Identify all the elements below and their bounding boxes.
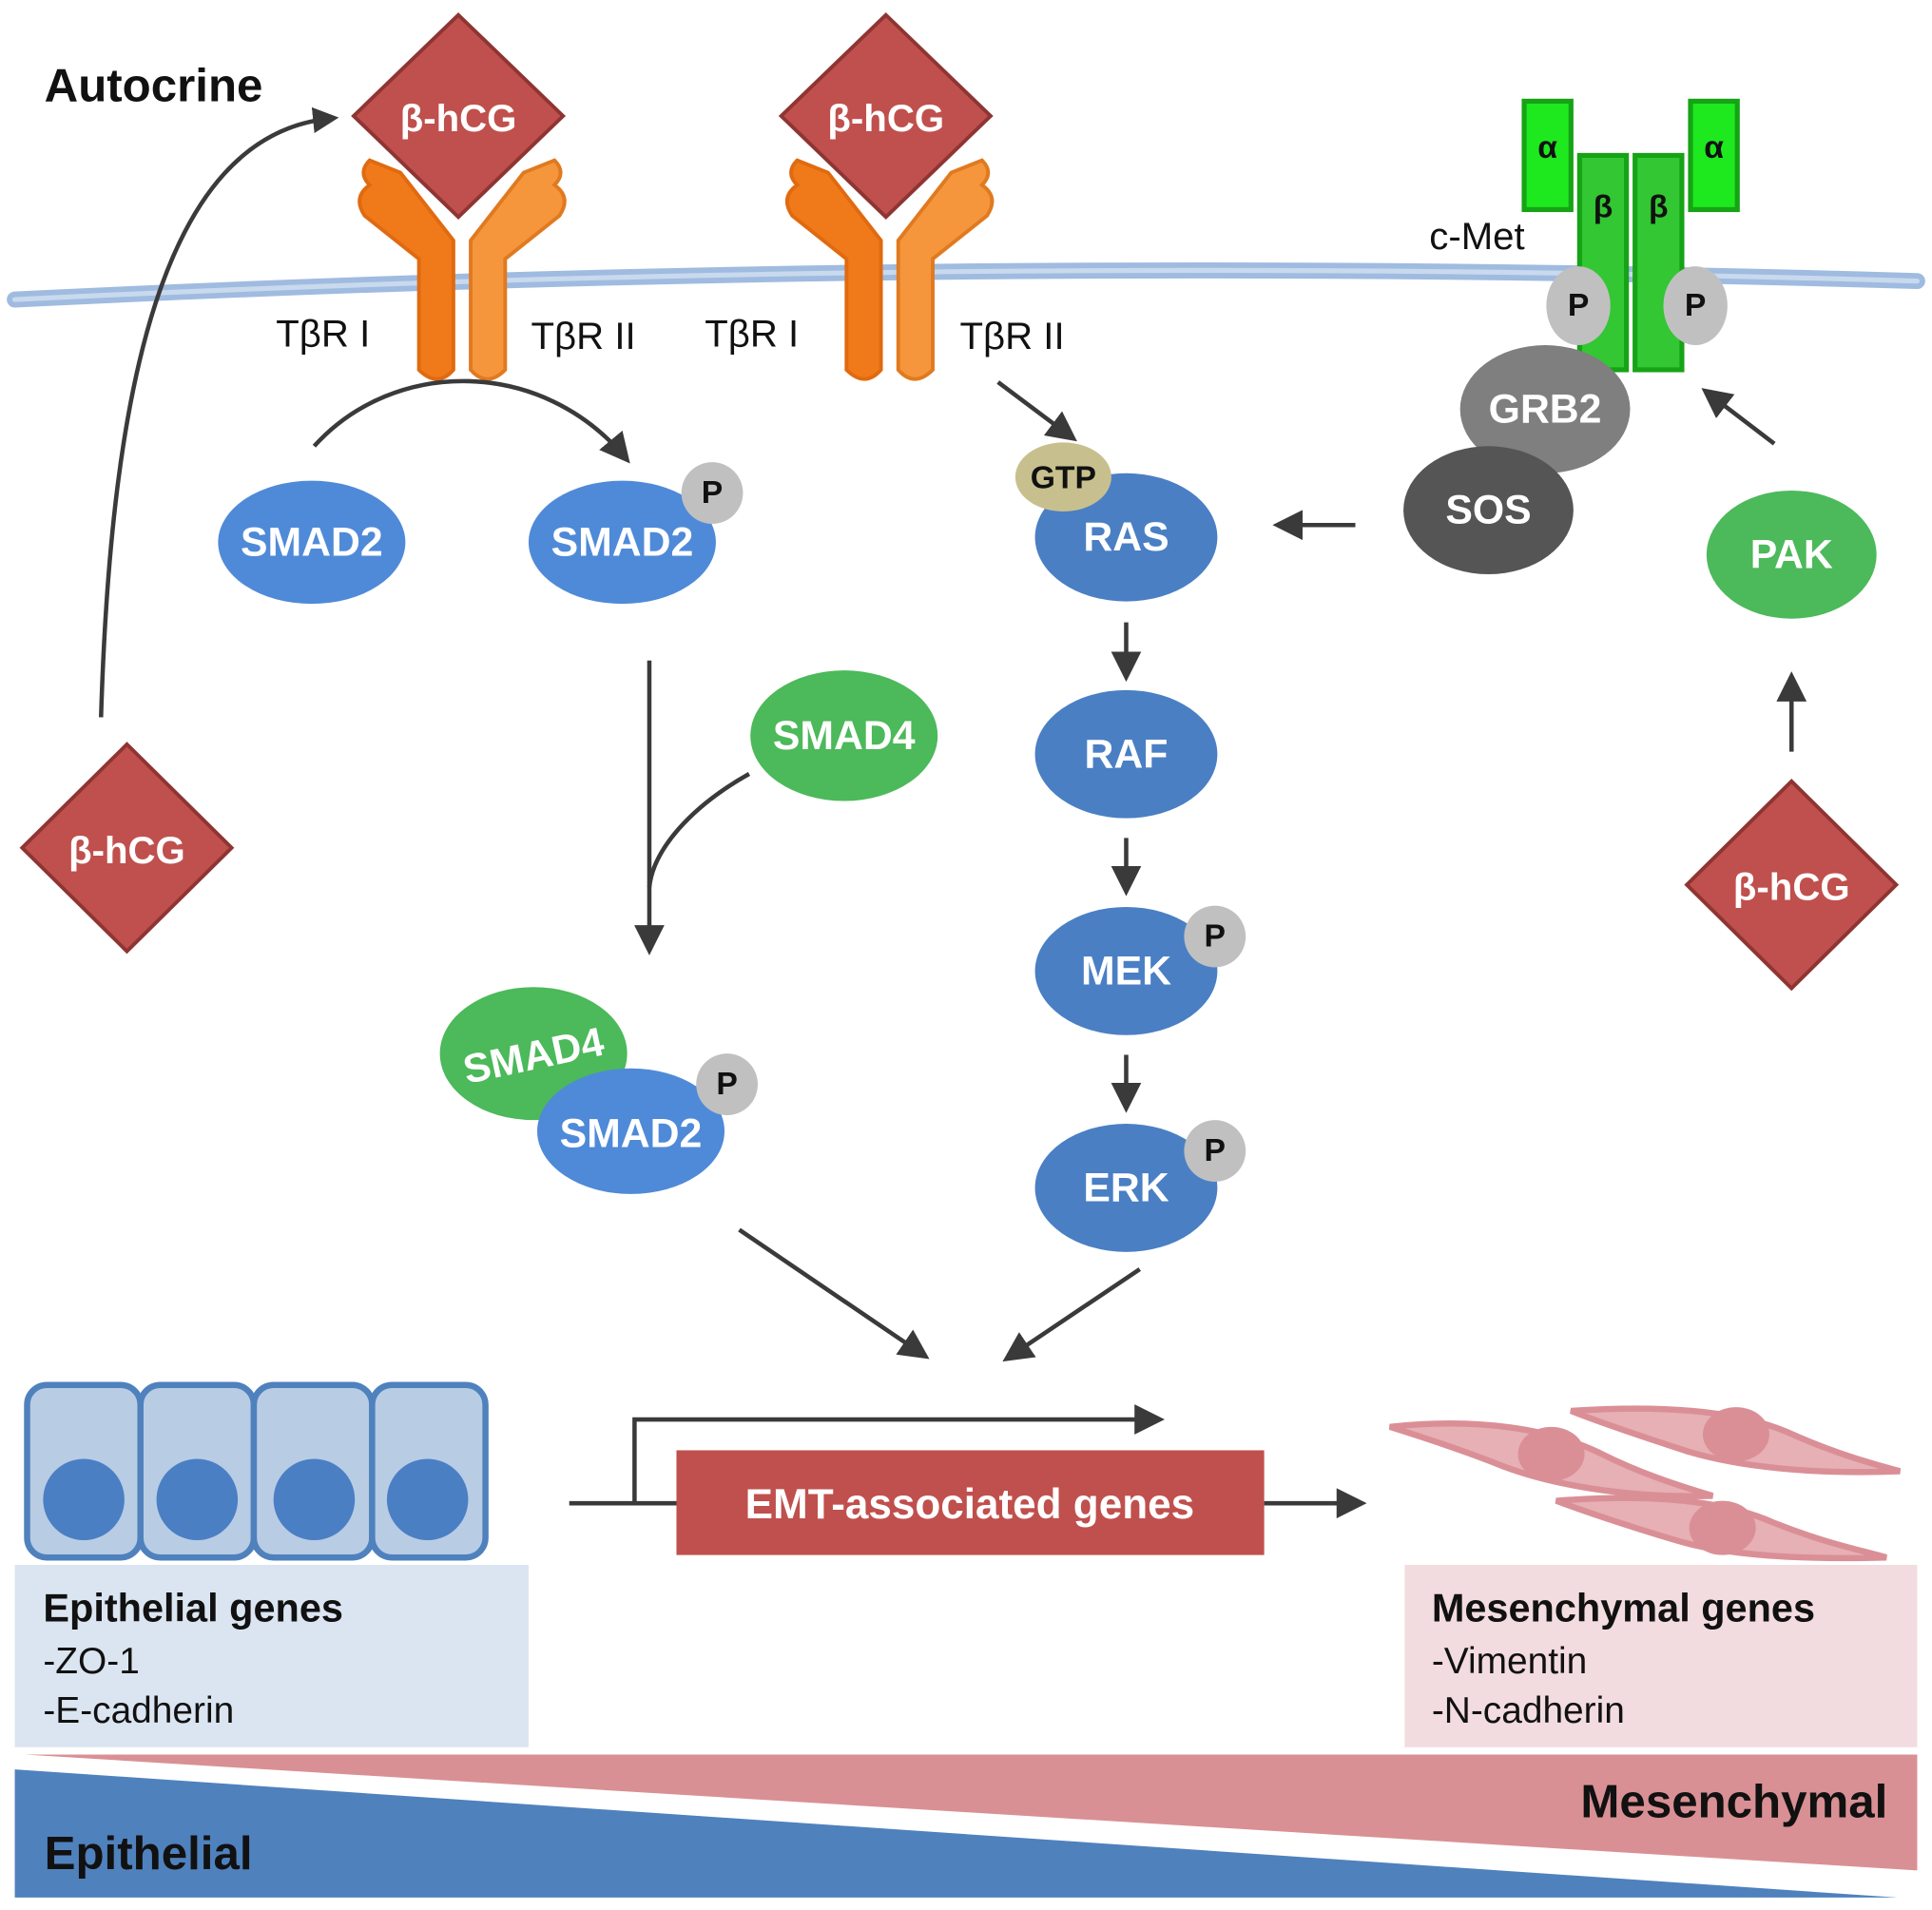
pak-node: PAK [1706,490,1877,619]
erk-to-nucleus-arrow [1002,1267,1141,1362]
svg-text:SOS: SOS [1445,488,1531,533]
phospho-c-met-left: P [1546,266,1611,346]
mesenchymal-genes-panel: Mesenchymal genes -Vimentin -N-cadherin [1404,1564,1918,1747]
smad-to-nucleus-arrow [738,1227,930,1360]
svg-text:EMT-associated genes: EMT-associated genes [745,1481,1194,1528]
svg-text:P: P [1568,288,1589,323]
c-met-label: c-Met [1429,215,1524,258]
epithelial-gradient-label: Epithelial [45,1827,253,1880]
epithelial-gene-item: -ZO-1 [43,1641,139,1682]
raf-node: RAF [1034,689,1218,819]
svg-text:GRB2: GRB2 [1489,386,1602,432]
svg-text:β-hCG: β-hCG [68,829,185,872]
mesenchymal-cells [1388,1405,1902,1562]
epithelial-genes-panel: Epithelial genes -ZO-1 -E-cadherin [14,1564,529,1747]
mesenchymal-genes-title: Mesenchymal genes [1432,1586,1815,1630]
svg-text:RAS: RAS [1083,514,1169,560]
gtp-node: GTP [1014,442,1111,511]
tbr1-label-1: TβR I [276,312,370,355]
phospho-mek-node: MEK P [1034,905,1246,1035]
emt-gradient-bar: Mesenchymal Epithelial [14,1754,1918,1898]
epithelial-band [14,1769,1898,1898]
smad2-phosphorylation-arrow [312,378,630,464]
svg-text:SMAD2: SMAD2 [551,519,694,565]
svg-text:P: P [716,1067,737,1102]
c-met-receptor: c-Met α α β β P P [1429,98,1740,373]
mesenchymal-gradient-label: Mesenchymal [1580,1776,1887,1828]
svg-text:β: β [1594,189,1613,224]
svg-text:SMAD2: SMAD2 [241,519,383,565]
epithelial-genes-title: Epithelial genes [43,1586,343,1630]
epithelial-gene-item: -E-cadherin [43,1690,234,1731]
smad4-node: SMAD4 [750,670,938,801]
svg-text:P: P [702,475,723,511]
svg-text:α: α [1537,130,1557,165]
autocrine-label: Autocrine [45,59,263,111]
svg-text:β-hCG: β-hCG [1733,866,1850,909]
mesenchymal-band [24,1754,1918,1871]
receptor-to-ras-arrow [996,380,1077,442]
sos-node: SOS [1403,446,1574,575]
c-met-alpha-right: α [1688,98,1740,213]
smad2-smad4-complex: SMAD4 SMAD2 P [439,987,758,1194]
tbr2-label-2: TβR II [960,315,1065,357]
svg-text:P: P [1205,1133,1226,1168]
mesenchymal-gene-item: -Vimentin [1432,1641,1587,1682]
svg-text:α: α [1704,130,1724,165]
svg-text:SMAD2: SMAD2 [560,1110,703,1156]
pak-to-cmet-arrow [1701,388,1776,446]
autocrine-arrow [98,106,339,718]
hcg-ligand-left: β-hCG [19,742,235,955]
mesenchymal-gene-item: -N-cadherin [1432,1690,1625,1731]
epithelial-cells [24,1381,489,1561]
phospho-smad2-node: SMAD2 P [528,462,744,605]
svg-text:ERK: ERK [1083,1165,1169,1210]
emt-genes-box [676,1450,1265,1555]
hcg-ligand-1: β-hCG [351,12,567,220]
tbr2-label-1: TβR II [531,315,636,357]
svg-text:SMAD4: SMAD4 [773,713,916,759]
c-met-alpha-left: α [1521,98,1574,213]
svg-text:P: P [1685,288,1706,323]
tbr1-label-2: TβR I [705,312,799,355]
svg-text:β-hCG: β-hCG [827,97,944,140]
emt-gene-promoter: EMT-associated genes [569,1404,1367,1555]
svg-text:β: β [1649,189,1669,224]
phospho-c-met-right: P [1663,266,1728,346]
hcg-ligand-right: β-hCG [1684,779,1900,992]
smad4-join-curve [647,772,751,888]
grb2-node: GRB2 [1459,345,1631,473]
svg-text:RAF: RAF [1085,731,1169,777]
svg-text:PAK: PAK [1750,531,1833,577]
smad2-node: SMAD2 [218,480,406,605]
tgf-beta-receptor-complex-1: β-hCG TβR I TβR II [276,12,636,381]
c-met-beta-right: β [1633,152,1685,373]
hcg-ligand-2: β-hCG [778,12,994,220]
svg-text:GTP: GTP [1031,460,1096,495]
svg-text:β-hCG: β-hCG [400,97,517,140]
svg-text:MEK: MEK [1081,948,1171,994]
tbr2-receptor [469,158,567,381]
tbr1-receptor [784,158,883,381]
tbr2-receptor [896,158,995,381]
svg-text:P: P [1205,919,1226,955]
phospho-erk-node: ERK P [1034,1120,1246,1252]
tgf-beta-receptor-complex-2: β-hCG TβR I TβR II [705,12,1065,381]
cell-membrane [7,261,1925,308]
tbr1-receptor [357,158,455,381]
